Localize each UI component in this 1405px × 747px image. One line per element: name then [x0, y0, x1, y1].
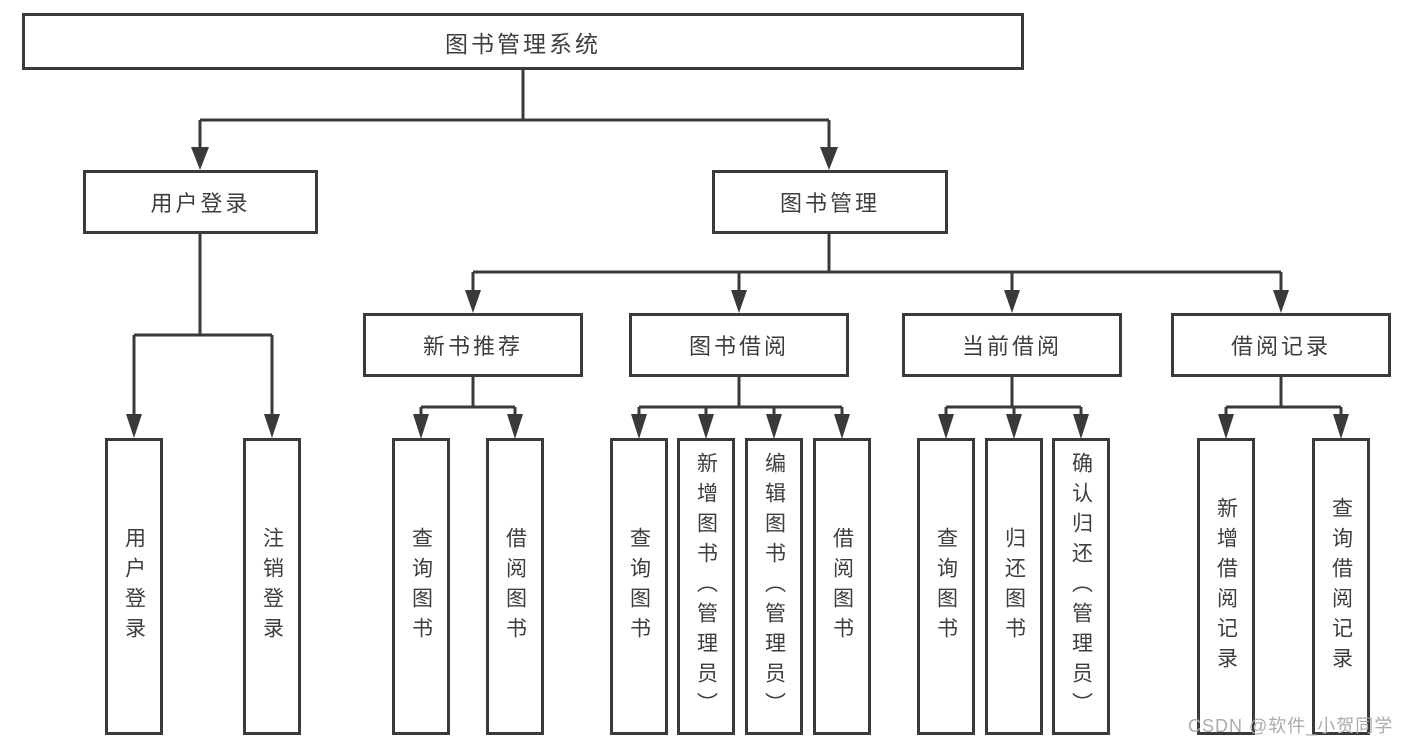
node-new-book: 新书推荐	[363, 313, 583, 377]
connector-book-borrow-children	[637, 377, 844, 416]
node-current-borrow-return: 归还图书	[985, 438, 1043, 735]
arrowhead-book-borrow-child-3	[766, 414, 782, 439]
arrowhead-book-borrow-child-4	[834, 414, 850, 439]
node-new-book-query-label: 查询图书	[409, 526, 433, 647]
arrowhead-current-borrow	[1004, 290, 1020, 313]
arrowhead-login	[126, 414, 142, 438]
node-book-borrow-label: 图书借阅	[688, 334, 789, 359]
node-user-login-do-login-label: 用户登录	[122, 526, 146, 647]
node-book-mgmt: 图书管理	[712, 170, 948, 234]
node-book-borrow-query-label: 查询图书	[627, 526, 651, 647]
node-current-borrow-query: 查询图书	[917, 438, 975, 735]
node-book-borrow: 图书借阅	[629, 313, 849, 377]
arrowhead-current-borrow-child-1	[938, 414, 954, 439]
arrowhead-book-borrow-child-1	[631, 414, 647, 439]
node-current-borrow-query-label: 查询图书	[934, 526, 958, 647]
arrowhead-book-borrow	[731, 290, 747, 313]
node-root: 图书管理系统	[22, 13, 1024, 70]
node-book-mgmt-label: 图书管理	[779, 191, 880, 216]
arrowhead-borrow-record-child-1	[1218, 414, 1234, 439]
node-borrow-record: 借阅记录	[1171, 313, 1391, 377]
arrowhead-logout	[264, 414, 280, 438]
node-borrow-record-query: 查询借阅记录	[1312, 438, 1370, 735]
node-current-borrow-confirm: 确认归还（管理员）	[1052, 438, 1110, 735]
node-borrow-record-label: 借阅记录	[1230, 334, 1331, 359]
arrowhead-new-book	[465, 290, 481, 313]
node-book-borrow-borrow-label: 借阅图书	[830, 526, 854, 647]
node-user-login-label: 用户登录	[150, 191, 251, 216]
node-book-borrow-add-label: 新增图书（管理员）	[694, 451, 718, 722]
node-current-borrow-return-label: 归还图书	[1002, 526, 1026, 647]
node-user-login-logout-label: 注销登录	[260, 526, 284, 647]
node-user-login-logout: 注销登录	[243, 438, 301, 735]
node-borrow-record-query-label: 查询借阅记录	[1329, 496, 1353, 677]
arrowhead-current-borrow-child-3	[1073, 414, 1089, 439]
connector-new-book-children	[419, 377, 517, 416]
node-book-borrow-edit: 编辑图书（管理员）	[745, 438, 803, 735]
arrowhead-current-borrow-child-2	[1006, 414, 1022, 439]
node-new-book-label: 新书推荐	[422, 334, 523, 359]
node-user-login: 用户登录	[83, 170, 318, 234]
connector-current-borrow-children	[944, 377, 1083, 416]
node-borrow-record-add-label: 新增借阅记录	[1214, 496, 1238, 677]
node-current-borrow: 当前借阅	[902, 313, 1122, 377]
arrowhead-borrow-record	[1273, 290, 1289, 313]
node-user-login-do-login: 用户登录	[105, 438, 163, 735]
arrowhead-user-login	[191, 147, 209, 170]
node-current-borrow-label: 当前借阅	[961, 334, 1062, 359]
node-borrow-record-add: 新增借阅记录	[1197, 438, 1255, 735]
arrowhead-borrow-record-child-2	[1333, 414, 1349, 439]
arrowhead-book-mgmt	[820, 147, 838, 170]
node-new-book-query: 查询图书	[392, 438, 450, 735]
node-new-book-borrow: 借阅图书	[486, 438, 544, 735]
watermark: CSDN @软件_小贺同学	[1188, 716, 1394, 736]
connector-user-login-children	[132, 234, 274, 416]
node-book-borrow-add: 新增图书（管理员）	[677, 438, 735, 735]
arrowhead-book-borrow-child-2	[698, 414, 714, 439]
connector-borrow-record-children	[1224, 377, 1343, 416]
node-book-borrow-edit-label: 编辑图书（管理员）	[762, 451, 786, 722]
node-book-borrow-borrow: 借阅图书	[813, 438, 871, 735]
arrowhead-new-book-child-2	[507, 414, 523, 439]
node-current-borrow-confirm-label: 确认归还（管理员）	[1069, 451, 1093, 722]
connector-root-to-level2	[198, 69, 831, 150]
connector-book-mgmt-children	[471, 234, 1283, 292]
node-book-borrow-query: 查询图书	[610, 438, 668, 735]
node-new-book-borrow-label: 借阅图书	[503, 526, 527, 647]
arrowhead-new-book-child-1	[413, 414, 429, 439]
node-root-label: 图书管理系统	[445, 30, 601, 57]
